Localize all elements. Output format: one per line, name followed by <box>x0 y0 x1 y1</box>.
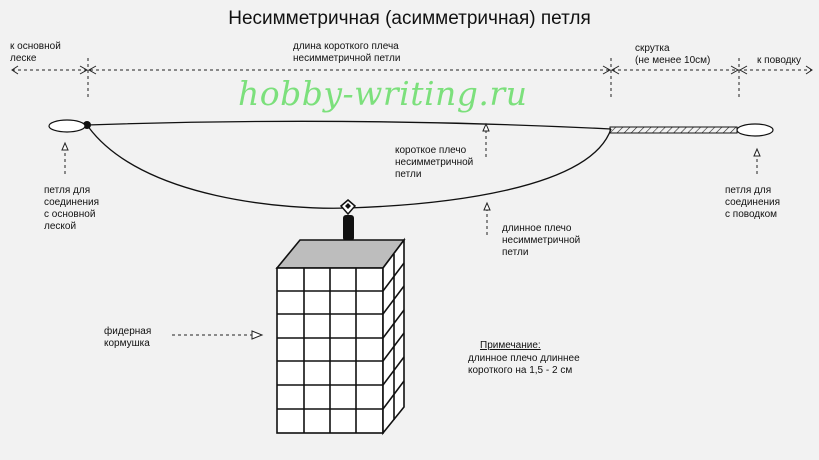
label-long-arm: длинное плечо несимметричной петли <box>502 223 581 258</box>
label-short-length: длина короткого плеча несимметричной пет… <box>293 41 401 64</box>
watermark: hobby-writing.ru <box>238 74 528 113</box>
swivel <box>339 199 357 241</box>
note-text: длинное плечо длиннее короткого на 1,5 -… <box>468 353 580 376</box>
label-loop-leader: петля для соединения с поводком <box>725 185 781 220</box>
label-feeder: фидерная кормушка <box>104 326 152 349</box>
short-arm-line <box>86 120 612 130</box>
dimension-line <box>11 58 813 100</box>
note-header: Примечание: <box>480 340 541 351</box>
long-arm-line <box>86 124 612 209</box>
label-to-main-line: к основной леске <box>10 41 61 64</box>
label-twist: скрутка (не менее 10см) <box>635 43 711 66</box>
page-title: Несимметричная (асимметричная) петля <box>228 8 591 29</box>
label-loop-main: петля для соединения с основной леской <box>44 185 100 232</box>
loop-leader <box>736 123 774 137</box>
label-to-leader: к поводку <box>757 55 801 66</box>
feeder-cage <box>275 237 406 436</box>
label-short-arm: короткое плечо несимметричной петли <box>395 145 474 180</box>
twist-section <box>609 126 738 134</box>
loop-main-line <box>48 119 86 133</box>
pointer-arrows <box>61 122 761 340</box>
